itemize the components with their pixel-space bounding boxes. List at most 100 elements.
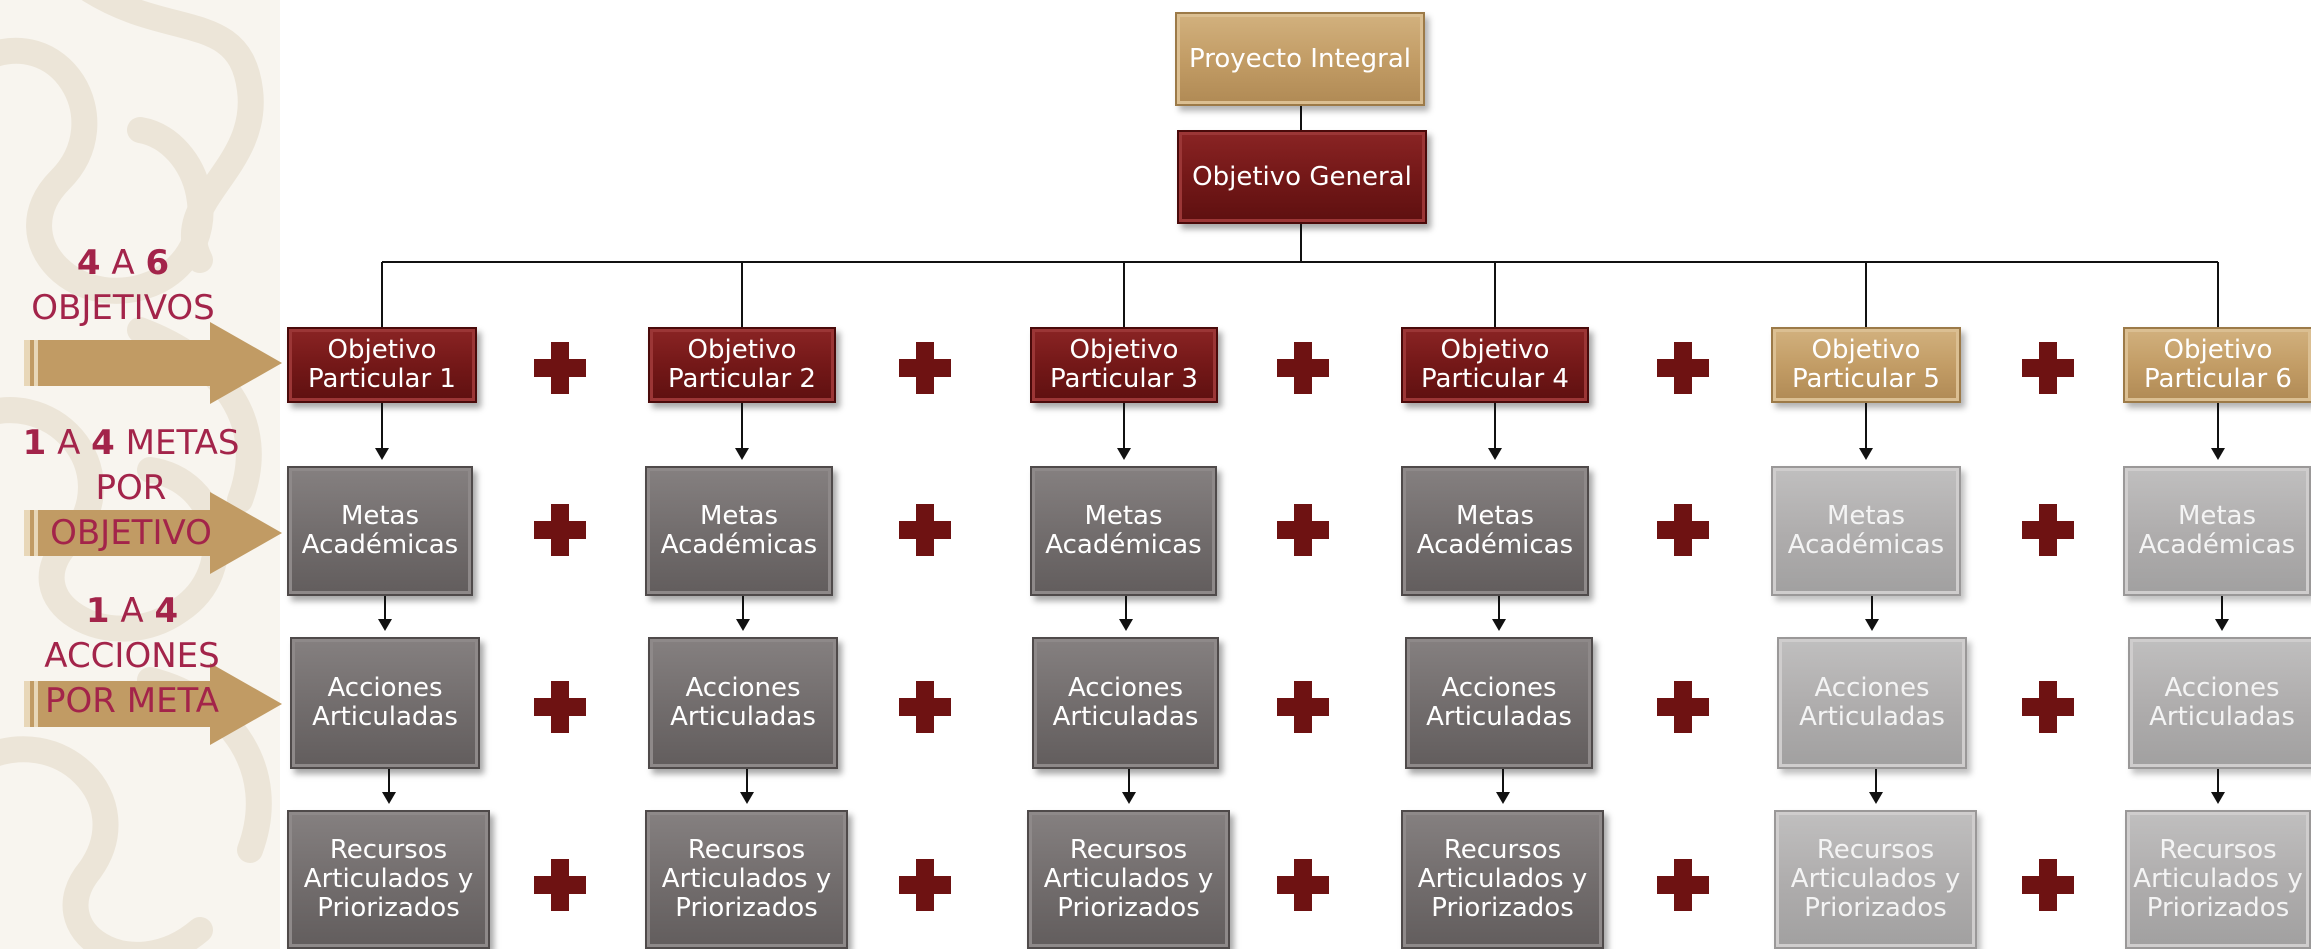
metas-academicas-4-box: Metas Académicas <box>1401 466 1589 596</box>
connector-drop-2 <box>741 262 743 327</box>
arrowhead-acc-rec-5 <box>1868 792 1883 804</box>
arrowhead-obj-meta-3 <box>1117 448 1131 460</box>
plus-icon-3-2 <box>1277 504 1329 556</box>
objetivo-particular-3-box: Objetivo Particular 3 <box>1030 327 1218 403</box>
arrowhead-acc-rec-4 <box>1495 792 1510 804</box>
plus-icon-3-3 <box>1277 681 1329 733</box>
acciones-articuladas-1-box: Acciones Articuladas <box>290 637 480 769</box>
connector-drop-6 <box>2217 262 2219 327</box>
connector-acc-rec-1 <box>387 769 390 802</box>
recursos-priorizados-6-box: Recursos Articulados y Priorizados <box>2125 810 2311 949</box>
recursos-priorizados-4-box: Recursos Articulados y Priorizados <box>1401 810 1604 949</box>
connector-obj-meta-5 <box>1865 403 1867 458</box>
plus-icon-3-4 <box>1277 859 1329 911</box>
plus-icon-5-3 <box>2022 681 2074 733</box>
connector-obj-meta-3 <box>1123 403 1125 458</box>
arrow-right-icon-metas <box>24 492 282 574</box>
plus-icon-1-3 <box>534 681 586 733</box>
plus-icon-2-3 <box>899 681 951 733</box>
plus-icon-4-3 <box>1657 681 1709 733</box>
connector-obj-meta-2 <box>741 403 743 458</box>
label-acciones-word: ACCIONES <box>44 636 220 676</box>
arrowhead-obj-meta-6 <box>2211 448 2225 460</box>
label-acciones-por-meta: POR META <box>45 681 219 721</box>
connector-acc-rec-5 <box>1874 769 1877 802</box>
connector-meta-acc-6 <box>2221 596 2223 629</box>
objetivo-particular-4-box: Objetivo Particular 4 <box>1401 327 1589 403</box>
connector-acc-rec-2 <box>745 769 748 802</box>
recursos-priorizados-5-box: Recursos Articulados y Priorizados <box>1774 810 1977 949</box>
objetivo-particular-1-box: Objetivo Particular 1 <box>287 327 477 403</box>
objetivo-particular-6-box: Objetivo Particular 6 <box>2123 327 2311 403</box>
recursos-priorizados-2-box: Recursos Articulados y Priorizados <box>645 810 848 949</box>
plus-icon-5-2 <box>2022 504 2074 556</box>
arrowhead-acc-rec-2 <box>739 792 754 804</box>
metas-academicas-6-box: Metas Académicas <box>2123 466 2311 596</box>
connector-meta-acc-3 <box>1124 596 1127 629</box>
acciones-articuladas-5-box: Acciones Articuladas <box>1777 637 1967 769</box>
label-metas: 1 A 4 METAS POR OBJETIVO <box>0 421 262 556</box>
arrow-right-icon-acciones <box>24 663 282 745</box>
metas-academicas-2-box: Metas Académicas <box>645 466 833 596</box>
plus-icon-3-1 <box>1277 342 1329 394</box>
label-objetivos-min: 4 <box>76 243 101 283</box>
label-acciones-min: 1 <box>85 591 110 631</box>
arrowhead-obj-meta-1 <box>375 448 389 460</box>
label-objetivos-max: 6 <box>145 243 170 283</box>
connector-top <box>1300 106 1302 130</box>
metas-academicas-3-box: Metas Académicas <box>1030 466 1217 596</box>
label-objetivos: 4 A 6 OBJETIVOS <box>18 241 228 331</box>
connector-acc-rec-3 <box>1127 769 1130 802</box>
label-metas-min: 1 <box>22 423 47 463</box>
proyecto-integral-box: Proyecto Integral <box>1175 12 1425 106</box>
label-metas-max: 4 <box>91 423 115 463</box>
connector-meta-acc-4 <box>1498 596 1500 629</box>
connector-meta-acc-5 <box>1871 596 1873 629</box>
arrowhead-obj-meta-2 <box>735 448 749 460</box>
label-acciones: 1 A 4 ACCIONES POR META <box>18 589 246 724</box>
plus-icon-4-2 <box>1657 504 1709 556</box>
connector-acc-rec-6 <box>2217 769 2219 802</box>
decorative-pattern-band <box>0 0 280 949</box>
plus-icon-2-1 <box>899 342 951 394</box>
recursos-priorizados-1-box: Recursos Articulados y Priorizados <box>287 810 490 949</box>
label-metas-por: POR <box>95 468 167 508</box>
connector-branch <box>382 261 2218 263</box>
plus-icon-4-4 <box>1657 859 1709 911</box>
connector-drop-1 <box>381 262 383 327</box>
connector-meta-acc-2 <box>742 596 744 629</box>
arrowhead-meta-acc-2 <box>736 619 750 631</box>
arrowhead-meta-acc-5 <box>1865 619 1879 631</box>
objetivo-general-box: Objetivo General <box>1177 130 1427 224</box>
connector-acc-rec-4 <box>1501 769 1504 802</box>
connector-general <box>1300 224 1302 262</box>
connector-meta-acc-1 <box>384 596 386 629</box>
connector-drop-4 <box>1494 262 1496 327</box>
arrowhead-meta-acc-4 <box>1492 619 1506 631</box>
plus-icon-2-2 <box>899 504 951 556</box>
connector-drop-3 <box>1123 262 1125 327</box>
metas-academicas-5-box: Metas Académicas <box>1771 466 1961 596</box>
arrowhead-meta-acc-1 <box>378 619 392 631</box>
label-acciones-a: A <box>120 591 144 631</box>
connector-drop-5 <box>1865 262 1867 327</box>
arrowhead-obj-meta-4 <box>1488 448 1502 460</box>
connector-obj-meta-1 <box>381 403 383 458</box>
metas-academicas-1-box: Metas Académicas <box>287 466 473 596</box>
label-objetivos-word: OBJETIVOS <box>31 288 215 328</box>
label-acciones-max: 4 <box>154 591 179 631</box>
label-metas-a: A <box>57 423 81 463</box>
connector-obj-meta-4 <box>1494 403 1496 458</box>
plus-icon-5-1 <box>2022 342 2074 394</box>
label-objetivos-a: A <box>111 243 135 283</box>
acciones-articuladas-2-box: Acciones Articuladas <box>648 637 838 769</box>
plus-icon-1-2 <box>534 504 586 556</box>
arrowhead-acc-rec-3 <box>1121 792 1136 804</box>
objetivo-particular-5-box: Objetivo Particular 5 <box>1771 327 1961 403</box>
label-metas-word: METAS <box>125 423 240 463</box>
arrowhead-meta-acc-3 <box>1118 619 1133 631</box>
acciones-articuladas-4-box: Acciones Articuladas <box>1405 637 1593 769</box>
objetivo-particular-2-box: Objetivo Particular 2 <box>648 327 836 403</box>
plus-icon-2-4 <box>899 859 951 911</box>
